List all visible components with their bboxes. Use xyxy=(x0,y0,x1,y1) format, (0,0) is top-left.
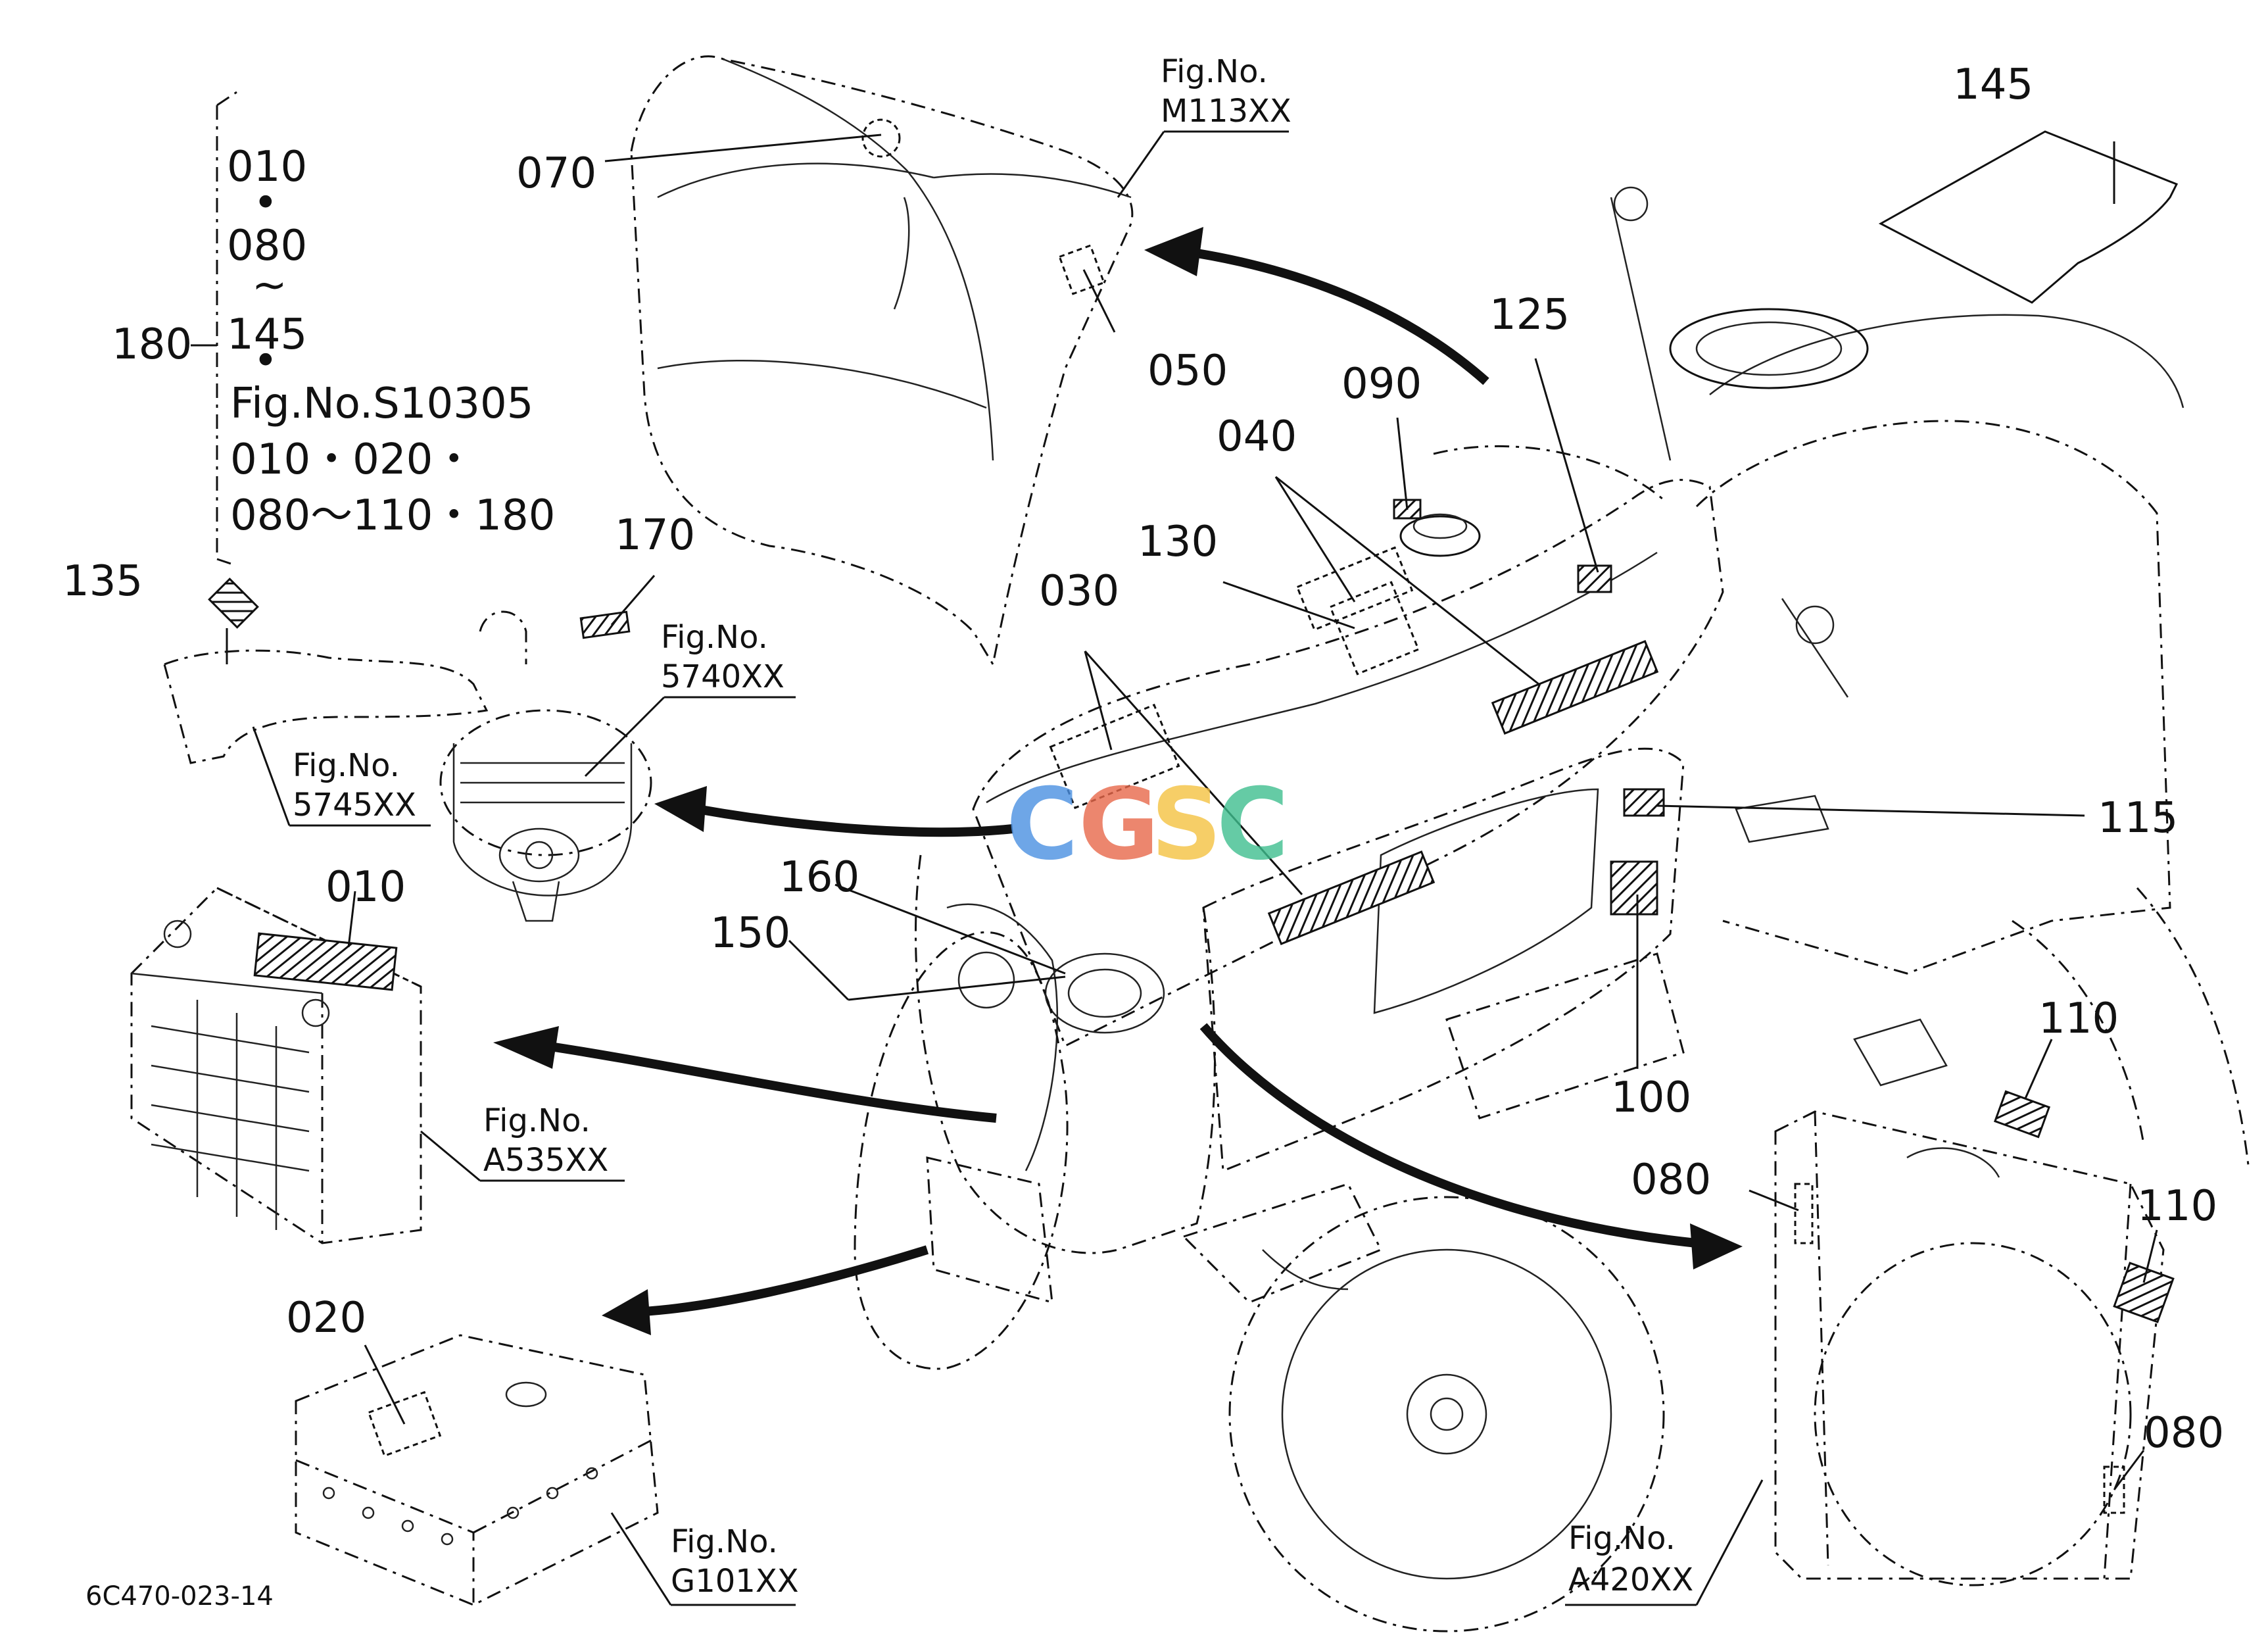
callout-010: 010 xyxy=(326,863,406,912)
callout-080-group: 080 xyxy=(227,222,307,270)
callout-110-lower: 110 xyxy=(2137,1182,2217,1231)
watermark-letter-2: G xyxy=(1078,768,1159,882)
watermark-letter-1: C xyxy=(1006,768,1078,882)
watermark-letter-4: C xyxy=(1217,768,1289,882)
callout-080-left: 080 xyxy=(1631,1156,1711,1204)
callout-150: 150 xyxy=(710,909,790,958)
callout-180: 180 xyxy=(112,320,192,369)
figref-g101-code: G101XX xyxy=(671,1563,799,1600)
callout-125: 125 xyxy=(1489,291,1570,339)
figure-references: Fig.No. M113XX Fig.No. 5740XX Fig.No. 57… xyxy=(293,53,1693,1600)
tractor-illustration xyxy=(854,186,2250,1633)
callout-170: 170 xyxy=(615,511,695,560)
battery-part xyxy=(130,887,422,1244)
hood-part xyxy=(630,55,1134,668)
air-cleaner-part xyxy=(163,578,652,922)
callout-090: 090 xyxy=(1341,360,1422,408)
figref-5740-label: Fig.No. xyxy=(661,619,768,656)
figref-5740-code: 5740XX xyxy=(661,658,784,695)
callout-100: 100 xyxy=(1611,1073,1691,1122)
callout-040: 040 xyxy=(1217,412,1297,461)
callout-labels: 010 • 080 ~ 145 • Fig.No.S10305 010・020・… xyxy=(62,61,2224,1458)
group-bracket xyxy=(216,91,237,567)
figref-a420-code: A420XX xyxy=(1568,1561,1693,1598)
callout-050: 050 xyxy=(1147,347,1228,395)
watermark-letter-3: S xyxy=(1151,768,1222,882)
callout-030: 030 xyxy=(1039,567,1119,616)
front-frame-part xyxy=(295,1334,659,1606)
figref-a420-label: Fig.No. xyxy=(1568,1520,1676,1557)
callout-020: 020 xyxy=(286,1294,366,1342)
callout-145-group: 145 xyxy=(227,310,307,359)
figref-m113-label: Fig.No. xyxy=(1161,53,1268,90)
callout-145: 145 xyxy=(1953,61,2033,109)
leader-lines xyxy=(226,134,2158,1490)
figref-g101-label: Fig.No. xyxy=(671,1523,778,1560)
callout-070: 070 xyxy=(516,149,596,198)
watermark: C G S C xyxy=(1006,768,1289,882)
group-fig-line: Fig.No.S10305 xyxy=(230,380,533,428)
group-dot-2: • xyxy=(253,337,278,385)
callout-115: 115 xyxy=(2098,794,2178,843)
figref-a535-label: Fig.No. xyxy=(483,1102,591,1139)
figref-5745-label: Fig.No. xyxy=(293,747,400,784)
group-line-2: 010・020・ xyxy=(230,435,475,484)
callout-130: 130 xyxy=(1138,518,1218,566)
shroud-part xyxy=(1774,1090,2175,1586)
callout-080-right: 080 xyxy=(2144,1409,2224,1458)
figref-a535-code: A535XX xyxy=(483,1142,608,1179)
callout-110-upper: 110 xyxy=(2039,995,2119,1043)
manual-sheet xyxy=(1878,130,2179,304)
callout-160: 160 xyxy=(779,853,859,902)
callout-010-group: 010 xyxy=(227,143,307,191)
figure-ref-leaders xyxy=(252,130,1764,1606)
callout-135: 135 xyxy=(62,557,143,606)
group-tilde: ~ xyxy=(252,261,287,310)
group-dot-1: • xyxy=(253,179,278,228)
drawing-code: 6C470-023-14 xyxy=(85,1581,274,1611)
figref-m113-code: M113XX xyxy=(1161,93,1291,130)
group-line-3: 080～110・180 xyxy=(230,491,555,540)
relation-arrows xyxy=(493,227,1743,1335)
figref-5745-code: 5745XX xyxy=(293,787,416,823)
